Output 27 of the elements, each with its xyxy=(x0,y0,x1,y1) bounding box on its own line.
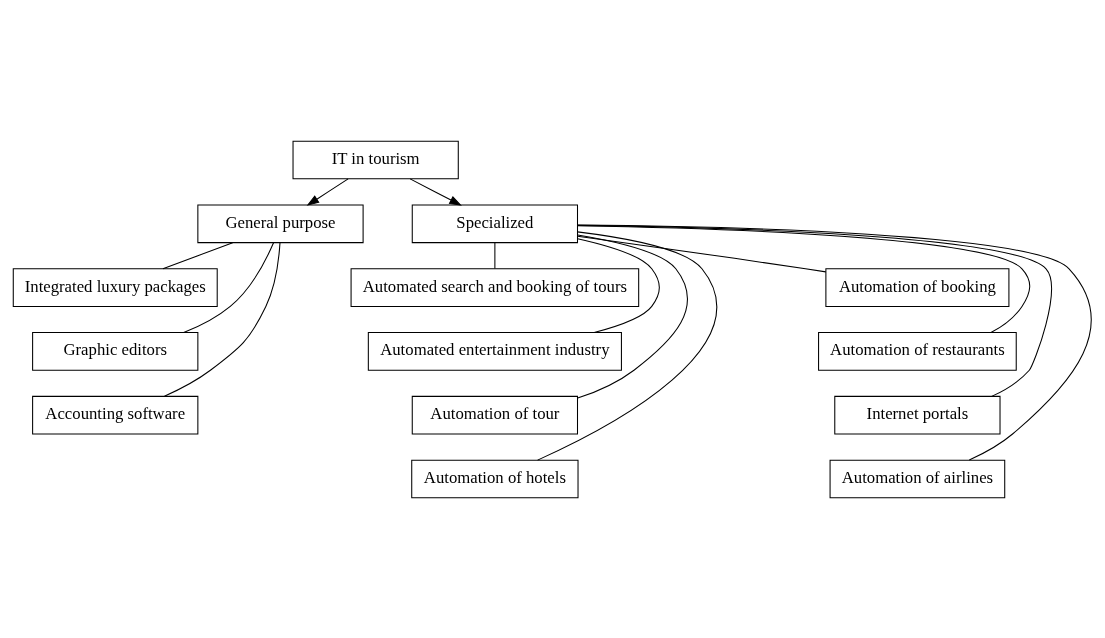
node-box: Automated search and booking of tours xyxy=(350,267,640,307)
node-box: Integrated luxury packages xyxy=(12,267,218,307)
node-box: Internet portals xyxy=(834,395,1001,435)
connector xyxy=(537,230,718,461)
node-box: Automation of booking xyxy=(825,267,1010,307)
connector xyxy=(494,241,496,269)
node-box: Automation of restaurants xyxy=(818,331,1017,371)
connector xyxy=(577,224,1052,397)
node-box: Automation of tour xyxy=(411,395,579,435)
arrow xyxy=(306,177,349,206)
node-box: Automated entertainment industry xyxy=(367,331,622,371)
arrow xyxy=(409,177,462,206)
node-box: General purpose xyxy=(197,203,364,243)
node-box: Accounting software xyxy=(32,395,199,435)
connector xyxy=(577,235,827,272)
connector xyxy=(577,224,1092,461)
node-box: Automation of airlines xyxy=(829,459,1006,498)
node-box: Automation of hotels xyxy=(411,459,579,498)
connector xyxy=(577,224,1031,333)
node-box: IT in tourism xyxy=(292,140,459,179)
connector xyxy=(577,237,660,333)
node-box: Graphic editors xyxy=(32,331,199,371)
connector xyxy=(162,241,234,269)
connector xyxy=(577,233,688,399)
connector xyxy=(163,241,281,397)
connector xyxy=(183,241,275,333)
node-box: Specialized xyxy=(411,203,579,243)
